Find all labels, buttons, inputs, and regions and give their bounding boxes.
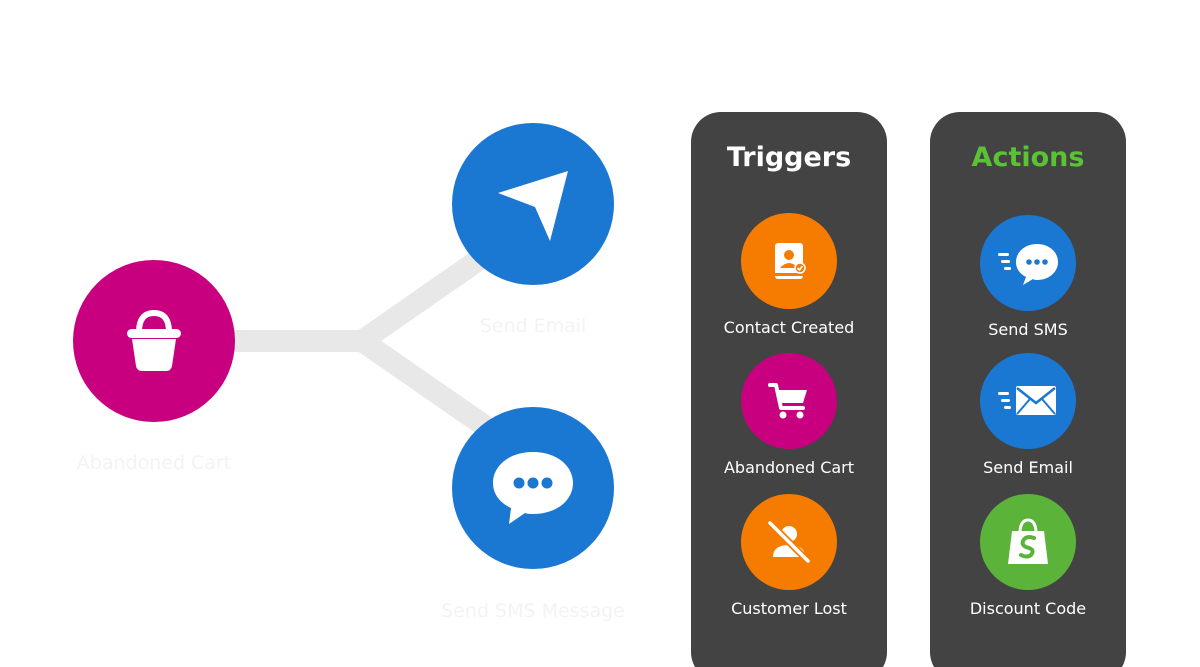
actions-title: Actions [971,142,1085,173]
abandoned-cart-node-label: Abandoned Cart [76,452,232,474]
trigger-abandoned-cart-label: Abandoned Cart [723,458,855,477]
send-sms-node[interactable] [452,407,614,569]
action-send-sms-label: Send SMS [988,320,1068,339]
actions-panel: Actions Send SMS [930,112,1126,667]
user-slash-icon [741,494,837,590]
send-email-node[interactable] [452,123,614,285]
contact-book-icon [741,213,837,309]
send-sms-node-label: Send SMS Message [441,600,625,622]
envelope-icon [980,353,1076,449]
paper-plane-icon [498,171,568,241]
trigger-customer-lost-label: Customer Lost [731,599,847,618]
chat-bubble-icon [493,452,573,524]
triggers-panel: Triggers Contact Created Abandoned Cart [691,112,887,667]
shopping-cart-icon [741,353,837,449]
flow-connector [200,235,512,450]
triggers-title: Triggers [726,142,852,173]
trigger-contact-created-label: Contact Created [723,318,855,337]
sms-bubble-icon [980,215,1076,311]
action-send-email-label: Send Email [983,458,1073,477]
send-email-node-label: Send Email [479,315,587,337]
action-discount-code-label: Discount Code [969,599,1087,618]
abandoned-cart-node[interactable] [73,260,235,422]
shopping-basket-icon [127,309,181,371]
shopify-bag-icon [980,494,1076,590]
